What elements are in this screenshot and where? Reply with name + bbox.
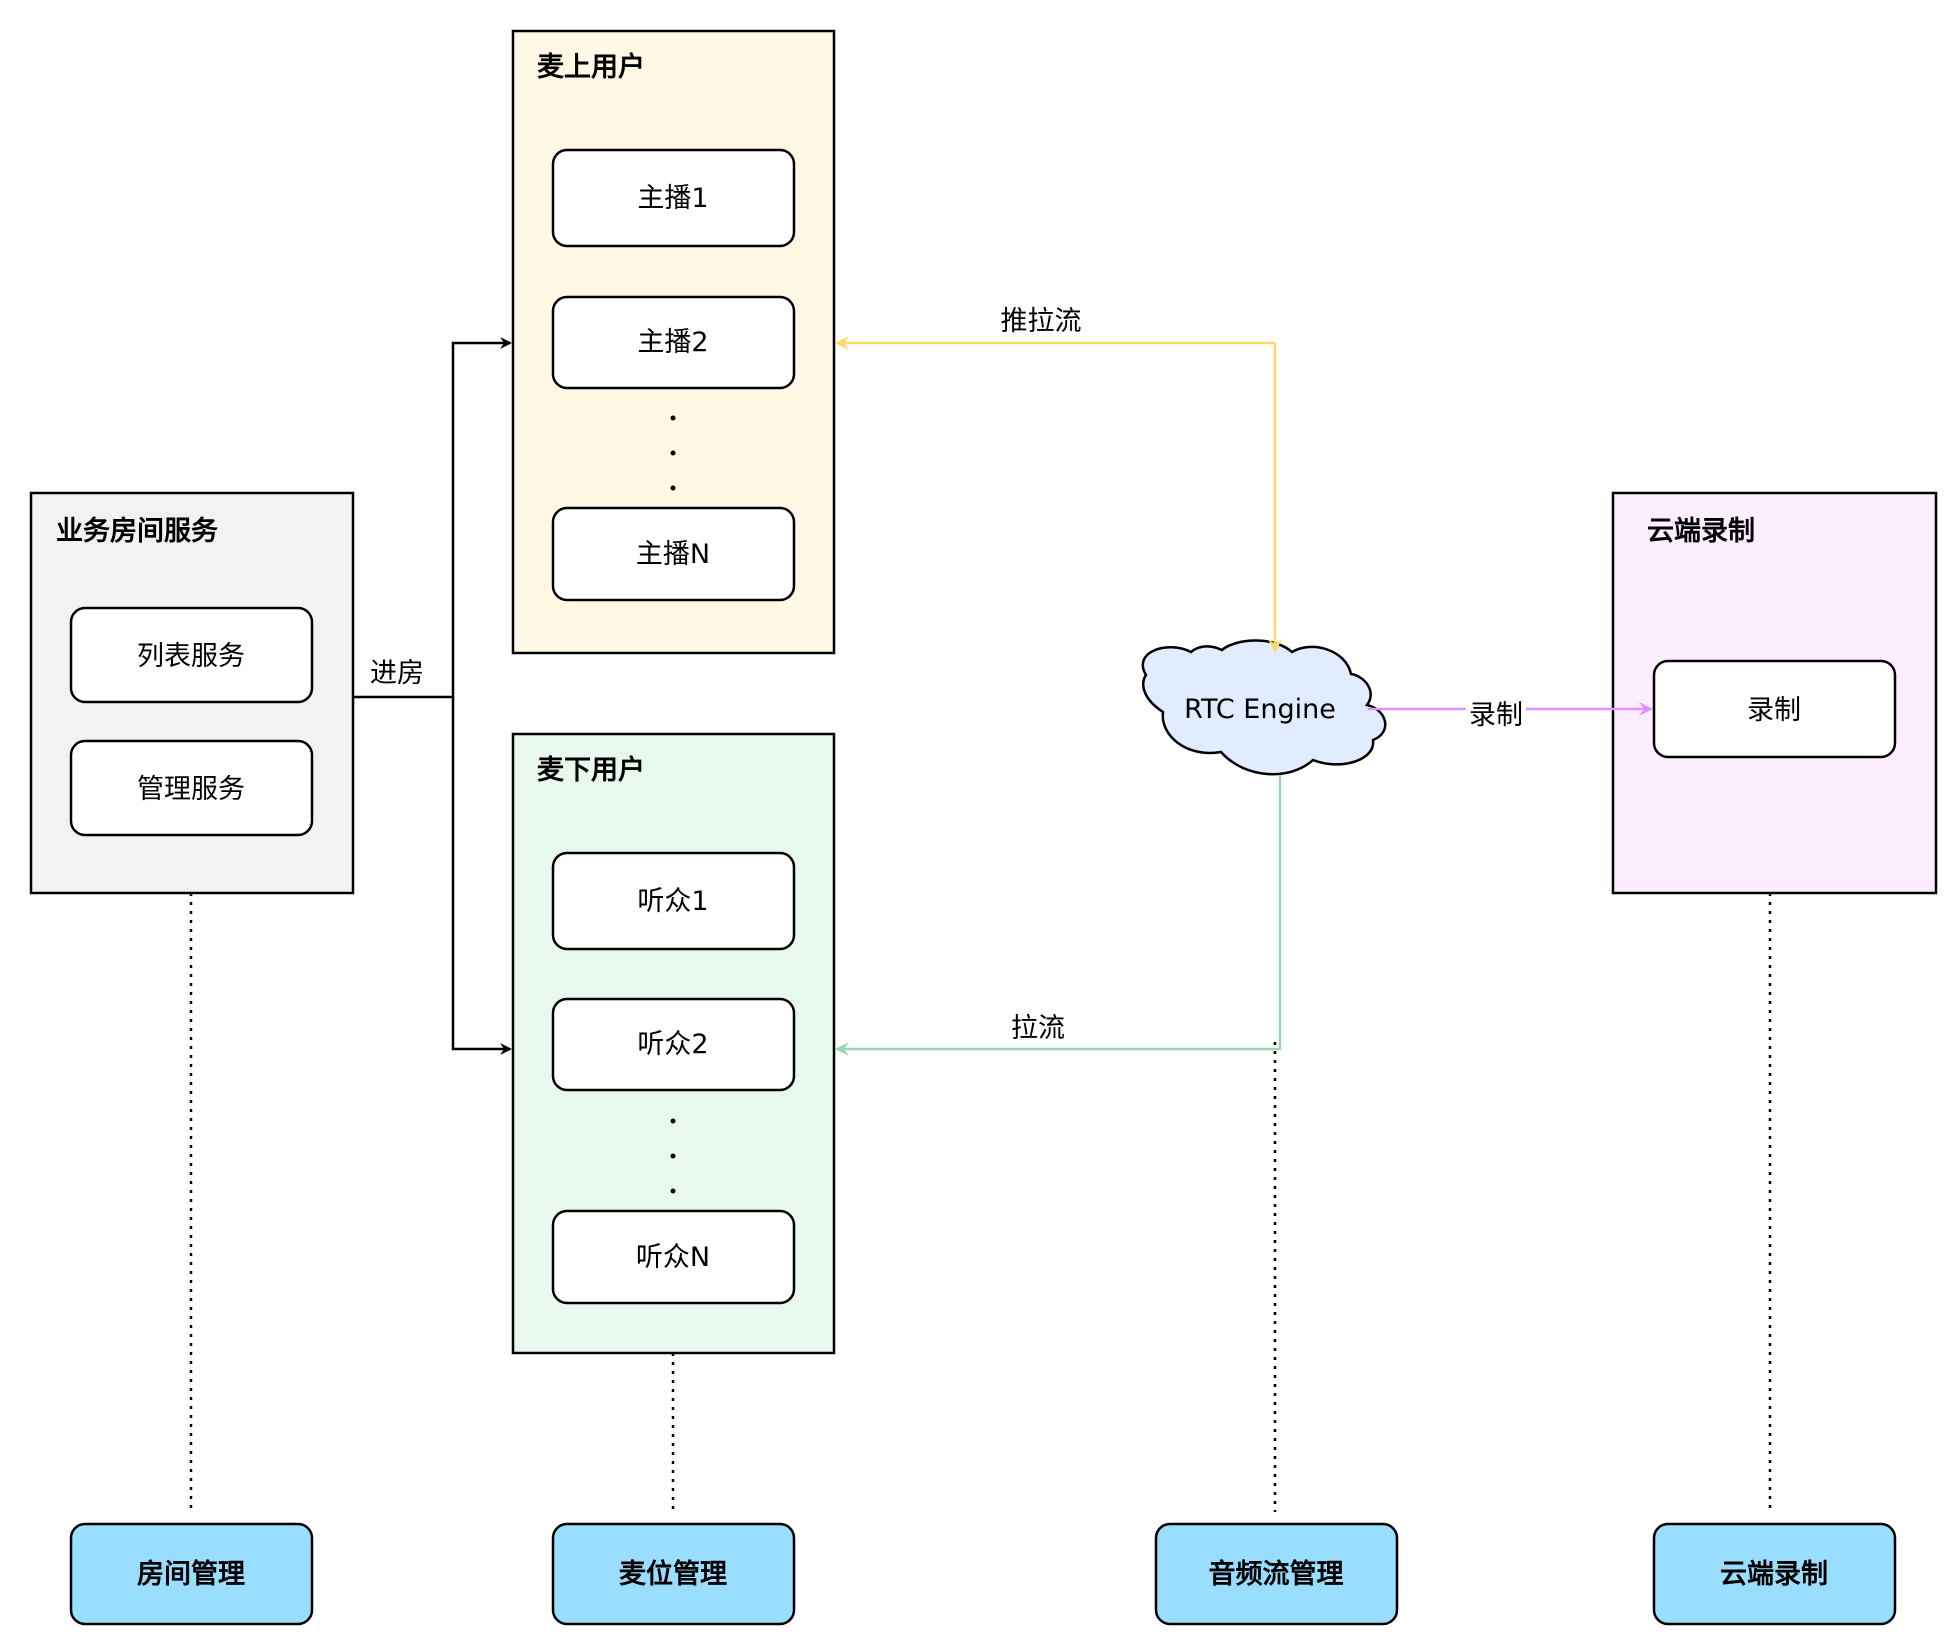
lifelines	[189, 893, 1772, 1512]
admin-service-label: 管理服务	[137, 774, 245, 805]
on-mic-title: 麦上用户	[537, 51, 645, 83]
listener-2-label: 听众2	[637, 1029, 708, 1060]
on-mic-container: 麦上用户 主播1 主播2 主播N	[511, 29, 836, 655]
list-service-label: 列表服务	[137, 641, 245, 672]
record-box[interactable]: 录制	[1652, 659, 1897, 759]
rtc-engine-label: RTC Engine	[1184, 694, 1336, 725]
host-ellipsis	[670, 415, 676, 491]
pull-label: 拉流	[1011, 1013, 1065, 1044]
push-pull-label: 推拉流	[1001, 306, 1082, 337]
listener-n-label: 听众N	[636, 1242, 710, 1273]
off-mic-container: 麦下用户 听众1 听众2 听众N	[511, 732, 836, 1355]
enter-room-edge	[353, 337, 512, 1055]
listener-2-box[interactable]: 听众2	[551, 997, 796, 1092]
record-label-bg	[1466, 694, 1526, 726]
room-management-module[interactable]: 房间管理	[69, 1522, 314, 1626]
cloud-recording-container: 云端录制 录制	[1611, 491, 1938, 895]
host-2-box[interactable]: 主播2	[551, 295, 796, 390]
audio-stream-management-label: 音频流管理	[1209, 1558, 1344, 1590]
off-mic-title: 麦下用户	[537, 754, 645, 786]
cloud-recording-module-label: 云端录制	[1720, 1559, 1828, 1590]
room-service-title: 业务房间服务	[56, 516, 218, 547]
listener-n-box[interactable]: 听众N	[551, 1209, 796, 1305]
host-1-box[interactable]: 主播1	[551, 148, 796, 248]
listener-ellipsis	[670, 1118, 676, 1194]
listener-1-label: 听众1	[637, 886, 708, 917]
cloud-icon	[1141, 639, 1387, 776]
push-pull-edge	[835, 336, 1282, 653]
mic-management-module[interactable]: 麦位管理	[551, 1522, 796, 1626]
host-n-box[interactable]: 主播N	[551, 506, 796, 602]
mic-management-label: 麦位管理	[619, 1558, 727, 1590]
listener-1-box[interactable]: 听众1	[551, 851, 796, 951]
rtc-engine-cloud[interactable]: RTC Engine	[1141, 639, 1387, 776]
record-edge-label: 录制	[1469, 700, 1523, 731]
host-2-label: 主播2	[637, 327, 708, 358]
host-1-label: 主播1	[637, 183, 708, 214]
admin-service-box[interactable]: 管理服务	[69, 739, 314, 837]
audio-stream-management-module[interactable]: 音频流管理	[1154, 1522, 1399, 1626]
cloud-recording-module[interactable]: 云端录制	[1652, 1522, 1897, 1626]
pull-edge	[835, 775, 1282, 1056]
list-service-box[interactable]: 列表服务	[69, 606, 314, 704]
room-service-container: 业务房间服务 列表服务 管理服务	[29, 491, 355, 895]
cloud-recording-title: 云端录制	[1647, 516, 1755, 547]
room-management-label: 房间管理	[137, 1559, 245, 1590]
host-n-label: 主播N	[636, 539, 710, 570]
record-label: 录制	[1747, 695, 1801, 726]
enter-room-label: 进房	[370, 658, 424, 689]
